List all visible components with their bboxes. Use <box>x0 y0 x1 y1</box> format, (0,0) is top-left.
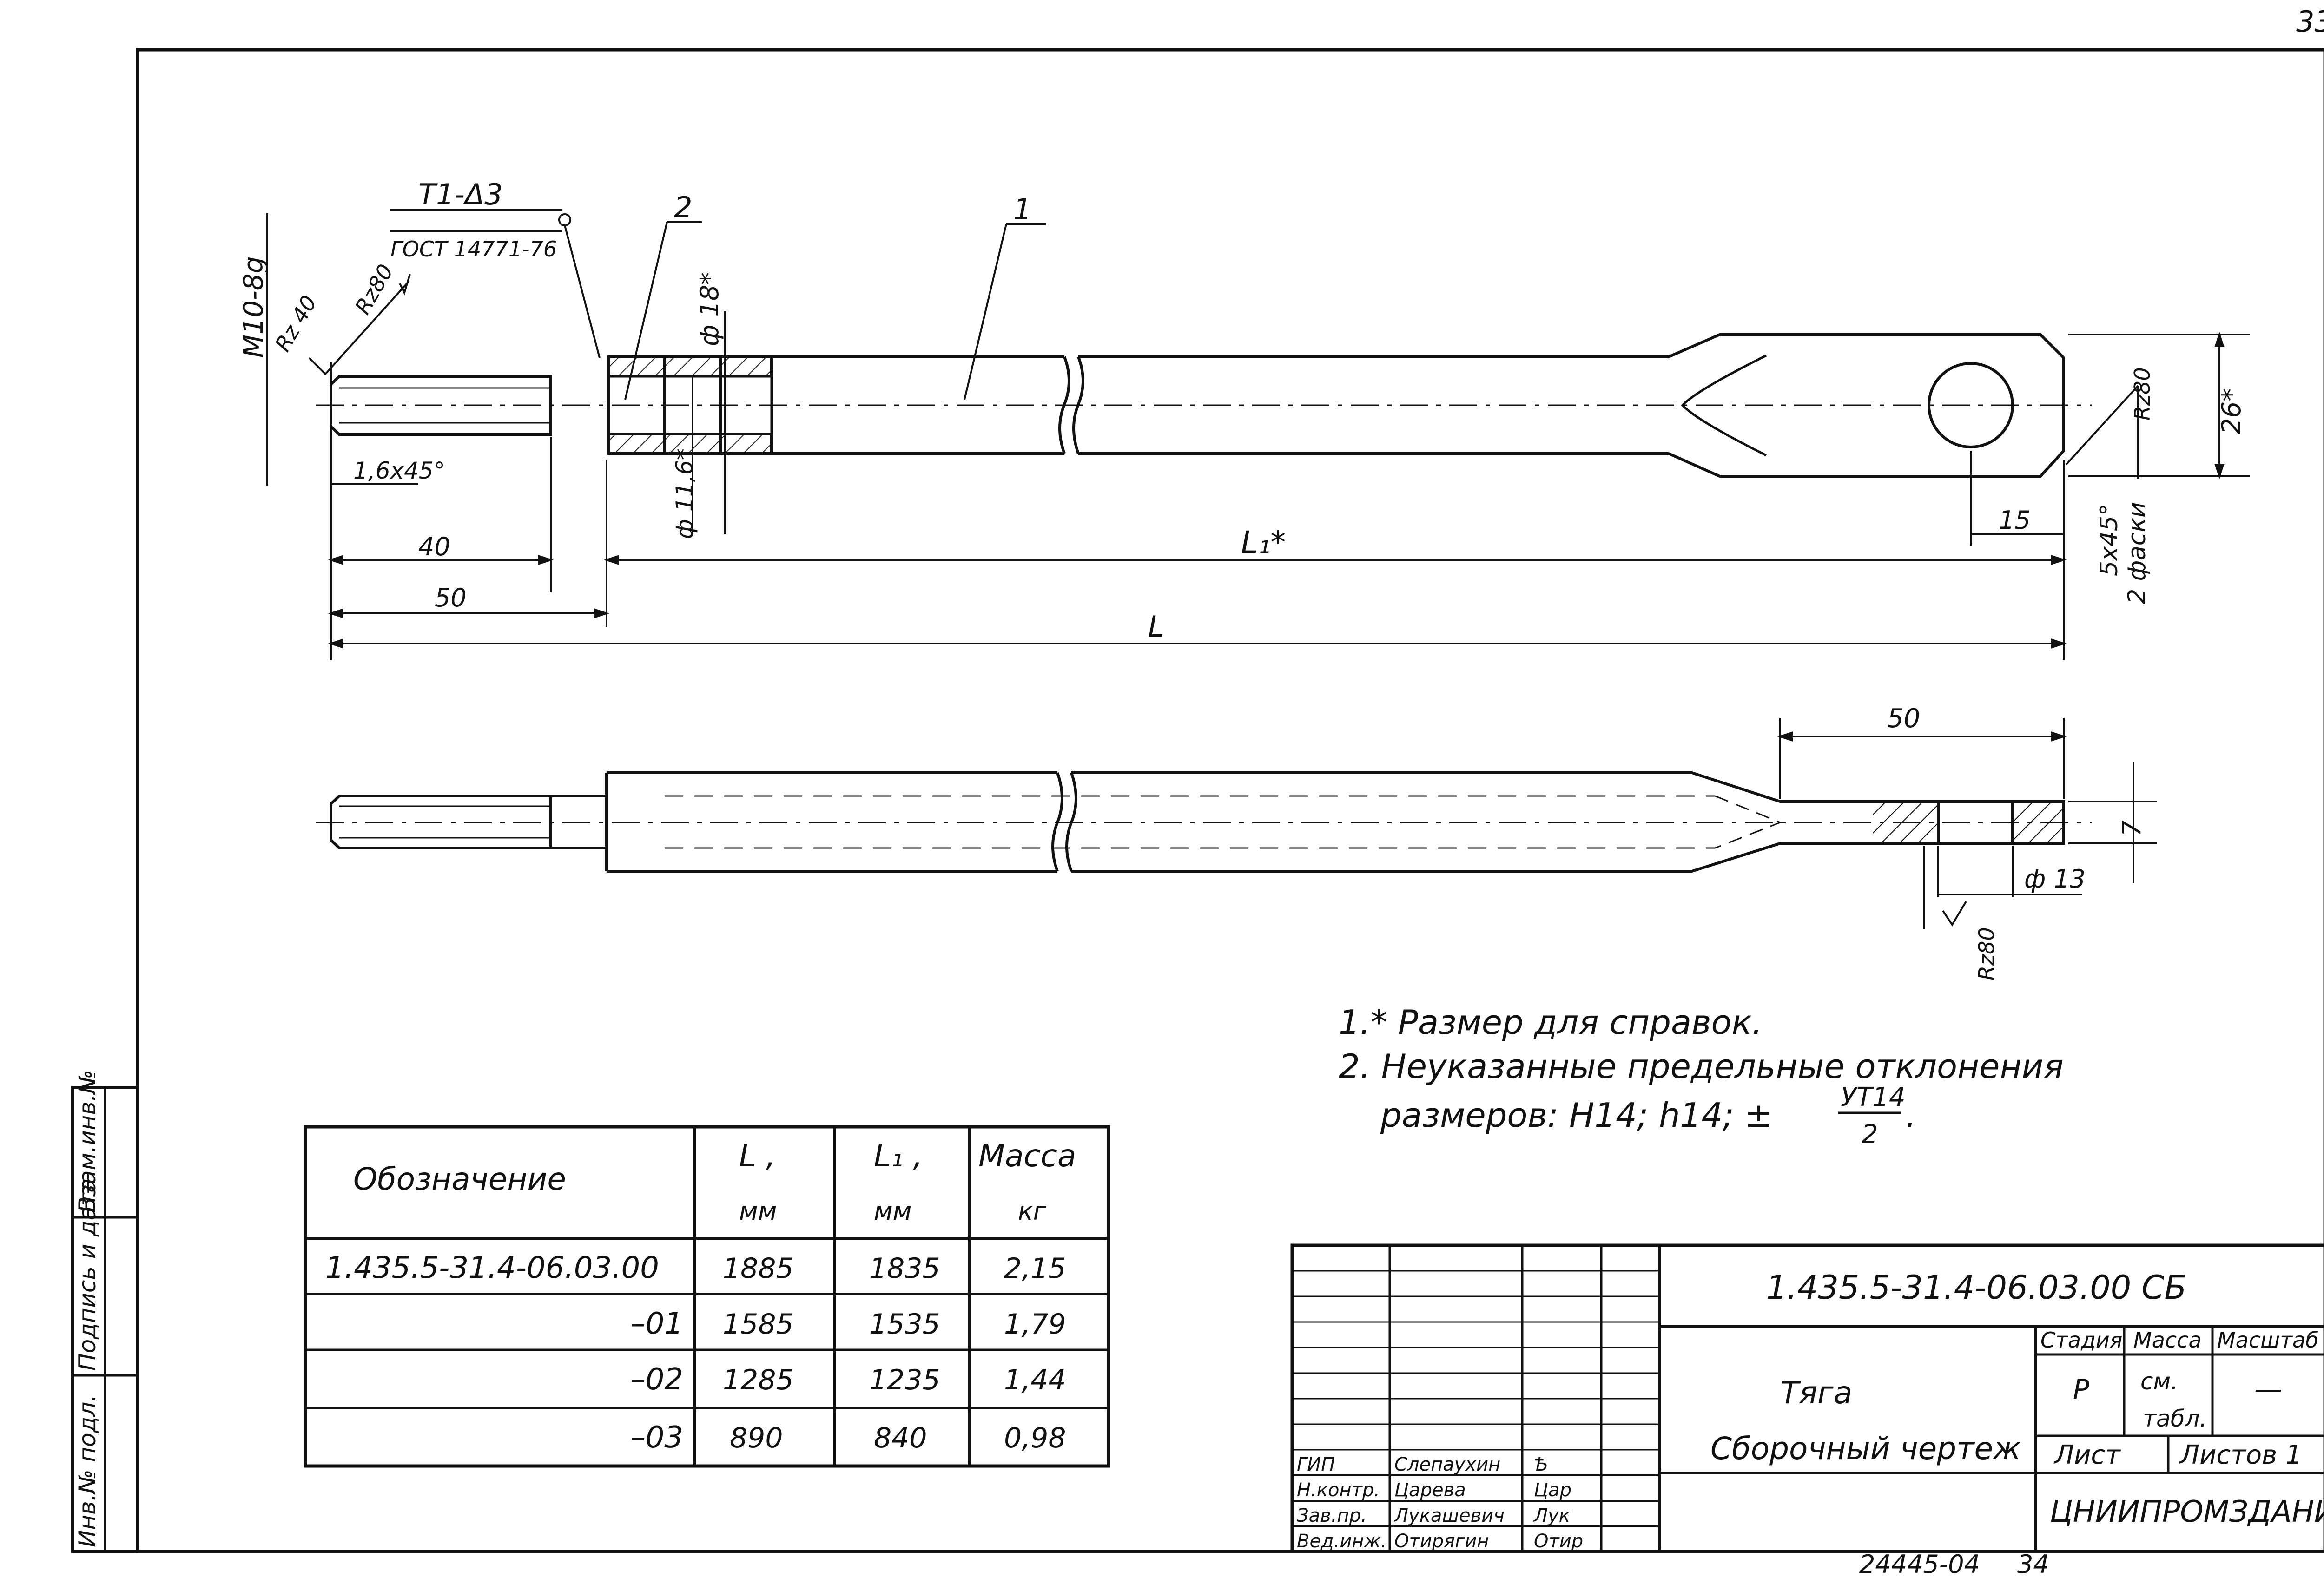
spec-table: Обозначение L , мм L₁ , мм Масса кг 1.43… <box>304 1125 1110 1468</box>
roughness-rz40: Rz 40 <box>270 291 322 356</box>
note-3-suffix: . <box>1906 1096 1916 1135</box>
mass-label: Масса <box>2133 1328 2202 1353</box>
table-cell: –01 <box>631 1307 683 1341</box>
diameter-18: ф 18* <box>695 272 724 346</box>
leader-label-1: 1 <box>1013 192 1031 226</box>
table-cell: –02 <box>631 1362 683 1397</box>
role-lead-engineer: Вед.инж. <box>1297 1531 1386 1552</box>
sheets-count: Листов 1 <box>2179 1440 2302 1470</box>
table-cell: 1.435.5-31.4-06.03.00 <box>325 1251 659 1285</box>
table-header-l1-unit: мм <box>874 1197 911 1226</box>
table-header-mass-unit: кг <box>1018 1197 1047 1226</box>
document-designation: 1.435.5-31.4-06.03.00 СБ <box>1766 1269 2186 1307</box>
table-cell: 1235 <box>869 1364 940 1396</box>
dim-l: L <box>1148 610 1164 644</box>
table-header-mass: Масса <box>978 1138 1076 1174</box>
rod-side-view <box>316 771 2092 873</box>
sheet-frame <box>136 48 2324 1553</box>
dim-50-right: 50 <box>1887 704 1920 734</box>
stage-value: Р <box>2073 1374 2089 1405</box>
note-3: размеров: H14; h14; ± <box>1380 1096 1773 1135</box>
signature-norm-control: Цар <box>1534 1479 1571 1501</box>
table-cell: 1585 <box>723 1308 794 1341</box>
diameter-11-6: ф 11,6* <box>671 448 698 539</box>
name-gip: Слепаухин <box>1394 1454 1500 1475</box>
top-view-labels: Т1-Δ3 ГОСТ 14771-76 2 1 М10-8g Rz 40 Rz8… <box>238 178 2247 644</box>
table-cell: 1,79 <box>1004 1308 1066 1341</box>
dim-50-left: 50 <box>435 583 467 612</box>
dim-26: 26* <box>2217 388 2247 434</box>
note-2: 2. Неуказанные предельные отклонения <box>1339 1047 2064 1086</box>
roughness-rz80-left: Rz80 <box>350 260 398 318</box>
scale-label: Масштаб <box>2217 1328 2319 1353</box>
page-number: 33 <box>2296 5 2324 39</box>
table-cell: 2,15 <box>1004 1252 1066 1285</box>
table-cell: 1535 <box>869 1308 940 1341</box>
title-block <box>1290 1243 2324 1553</box>
table-header-designation: Обозначение <box>353 1161 566 1197</box>
dim-15: 15 <box>1999 506 2031 535</box>
roughness-rz80-right: Rz80 <box>2130 367 2155 421</box>
footer-archive-code: 24445-04 <box>1859 1550 1980 1578</box>
name-norm-control: Царева <box>1394 1479 1466 1501</box>
table-cell: 1835 <box>869 1252 940 1285</box>
title-block-text: 1.435.5-31.4-06.03.00 СБ Тяга Сборочный … <box>1297 1269 2324 1552</box>
table-cell: –03 <box>631 1420 683 1455</box>
document-name: Тяга <box>1780 1375 1852 1411</box>
chamfer-count: 2 фаски <box>2123 502 2151 604</box>
strip-inventory-number: Инв.№ подл. <box>74 1394 101 1547</box>
scale-value: — <box>2254 1373 2282 1406</box>
weld-standard: ГОСТ 14771-76 <box>390 237 557 262</box>
rod-top-view <box>316 333 2092 478</box>
sheet-label: Лист <box>2053 1440 2121 1470</box>
weld-designation: Т1-Δ3 <box>418 178 503 211</box>
role-norm-control: Н.контр. <box>1297 1479 1380 1501</box>
stage-label: Стадия <box>2040 1328 2122 1353</box>
table-cell: 1,44 <box>1004 1364 1066 1396</box>
footer-page-number: 34 <box>2017 1550 2049 1578</box>
side-view-labels: 50 7 ф 13 Rz80 <box>1887 704 2146 980</box>
organization-name: ЦНИИПРОМЗДАНИЙ <box>2050 1494 2324 1529</box>
left-strip: Инв.№ подл. Подпись и дата Взам.инв.№ <box>71 1070 139 1553</box>
name-lead-engineer: Отирягин <box>1394 1531 1489 1552</box>
table-cell: 1285 <box>723 1364 794 1396</box>
table-header-l: L , <box>739 1138 776 1174</box>
strip-signature-date: Подпись и дата <box>74 1178 101 1371</box>
dim-7: 7 <box>2117 821 2146 836</box>
table-cell: 0,98 <box>1004 1422 1066 1454</box>
table-header-l1: L₁ , <box>874 1138 923 1174</box>
diameter-13: ф 13 <box>2024 864 2086 894</box>
thread-size: М10-8g <box>238 256 269 358</box>
top-view-annotations <box>266 209 2250 660</box>
mass-value: см. <box>2140 1368 2178 1395</box>
role-gip: ГИП <box>1297 1454 1335 1475</box>
dim-l1: L₁* <box>1241 525 1286 560</box>
dim-40: 40 <box>418 532 450 561</box>
table-cell: 840 <box>874 1422 927 1454</box>
table-cell: 890 <box>730 1422 783 1454</box>
technical-notes: 1.* Размер для справок. 2. Неуказанные п… <box>1339 1003 2064 1150</box>
signature-gip: Ѣ <box>1534 1454 1548 1475</box>
roughness-rz80-bottom: Rz80 <box>1974 927 1999 980</box>
signature-lead-engineer: Отир <box>1534 1531 1583 1552</box>
leader-label-2: 2 <box>674 191 692 224</box>
note-3-fraction-bottom: 2 <box>1862 1119 1878 1150</box>
table-header-l-unit: мм <box>739 1197 777 1226</box>
note-3-fraction-top: УТ14 <box>1841 1082 1906 1112</box>
chamfer-5x45: 5x45° <box>2095 504 2123 576</box>
document-type: Сборочный чертеж <box>1710 1431 2021 1466</box>
note-1: 1.* Размер для справок. <box>1339 1003 1763 1042</box>
side-view-annotations <box>1777 718 2157 929</box>
name-head-dept: Лукашевич <box>1393 1505 1505 1526</box>
signature-head-dept: Лук <box>1533 1505 1570 1526</box>
role-head-dept: Зав.пр. <box>1297 1505 1367 1526</box>
chamfer-1-6: 1,6x45° <box>353 457 445 484</box>
strip-replacement-number: Взам.инв.№ <box>74 1070 101 1213</box>
table-cell: 1885 <box>723 1252 794 1285</box>
mass-value-table: табл. <box>2143 1405 2207 1432</box>
